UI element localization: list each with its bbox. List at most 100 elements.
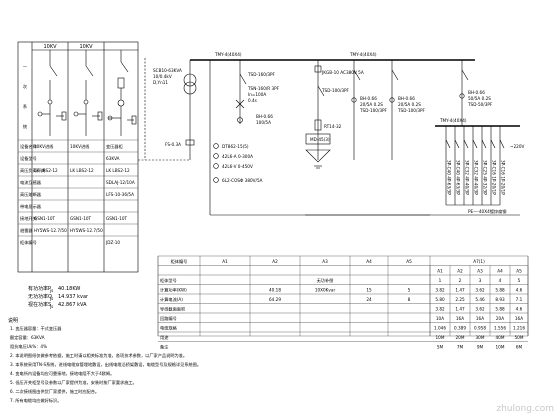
voltmeter-icon: [213, 163, 219, 169]
jkg-label: JKGB-10 AC380V 5A: [321, 70, 364, 75]
feeder-switch-icon: [490, 139, 496, 149]
capacitor-branch: JKGB-10 AC380V 5A TSD-100/3PF RT14-32 MD…: [305, 60, 364, 169]
transformer-vector: D,Yn11: [153, 80, 168, 85]
capacitor-ctrl-label: RT14-32: [324, 124, 342, 129]
table-row-label: 电缆规格: [160, 325, 178, 332]
table-header-cell: A3: [322, 259, 328, 264]
note-line: 额定容量：63KVA: [10, 334, 45, 341]
table-row-label: 计算功率(KW): [160, 287, 187, 294]
meter-label-2: 42L6-A 0-300A: [222, 154, 253, 159]
table-subheader-cell: A2: [457, 269, 463, 274]
hv-row-value: GSN1-10T: [106, 216, 128, 221]
table-row-label: 柜体型号: [160, 277, 177, 284]
hv-row-value: LK LBS2-12: [106, 168, 130, 173]
hv-row-value: LFS-10-36/5A: [106, 192, 134, 197]
summary-p-label: 有功功率P: [28, 285, 51, 292]
main-incomer-branch: TSD-160/3PF TSN-160/R 3PF In=100A 0.4s B…: [235, 60, 280, 125]
side-label-char: 统: [23, 123, 27, 130]
kwh-meter-icon: [213, 143, 219, 149]
bus-label-1: TMY-4(40X4): [214, 52, 242, 57]
pe-bus-label: PE—-40X4镀锌扁钢: [468, 208, 506, 215]
bh-b-3: TSD-100/3PF: [397, 108, 426, 113]
feeder-switch-icon: [499, 139, 505, 149]
hv-row-value: LK LBS2-12: [70, 168, 94, 173]
table-subcell: 0.958: [474, 326, 486, 331]
hv-row-value: JDZ-10: [105, 240, 120, 245]
load-summary: 有功功率P js 40.18KW 无功功率Q js 14.937 kvar 视在…: [28, 285, 89, 309]
meter-label-4: 6L2-COSΦ 380V/5A: [222, 178, 263, 183]
capacitor-icon: [305, 149, 331, 163]
busbars: TMY-4(40X4) TMY-4(40X4) TMY-4(40X4) PE—-…: [190, 52, 520, 216]
hv-row-value: GSN1-10T: [34, 216, 56, 221]
table-subheader-cell: A4: [497, 269, 503, 274]
table-subcell: 40M: [496, 335, 505, 340]
bh-branch-c: BH-0.66 50/5A 0.2S TSD-50/3PF: [390, 59, 493, 126]
hv-row-value: HY5WS-12.7/50: [70, 228, 103, 233]
summary-s-value: 42.867 kVA: [58, 302, 87, 308]
table-cell: 无功补偿: [317, 277, 334, 284]
incoming-cubicle-2-symbols: [73, 50, 103, 136]
summary-p-sub: js: [49, 288, 53, 293]
table-cell: 64.29: [269, 297, 281, 302]
notes-block: 说明 1. 变压器容量：干式变压器 额定容量：63KVA 阻抗电压Uk%：4%2…: [8, 317, 201, 404]
table-row-label: 计算电流(A): [160, 296, 183, 303]
metering-block: DT862-15(5) 42L6-A 0-300A 42L6-V 0-450V …: [213, 143, 263, 183]
note-line: 6. 二次接线图由供货厂家提供，施工时应配合。: [10, 388, 99, 395]
bh-a-3: TSD-100/3PF: [359, 108, 388, 113]
table-header-cell: A5: [406, 259, 412, 264]
feeder-switch-icon: [472, 139, 478, 149]
meter-label-1: DT862-15(5): [222, 144, 249, 149]
col-header-2: 10KV: [79, 44, 93, 50]
table-subcell: 16A: [476, 316, 484, 321]
table-subcell: 20A: [496, 316, 504, 321]
hv-row-label: 高压熔断器: [20, 191, 42, 198]
table-subcell: 1.47: [455, 307, 465, 312]
bh-branch-a: BH-0.66 20/5A 0.2S TSD-100/3PF: [351, 60, 388, 160]
feeder-label: 3P-C40 4P-63/3P: [456, 160, 461, 195]
isolator-label-1: TSN-160/R 3PF: [247, 86, 280, 91]
feeder-label: 3P-C16 1P-20/1P: [501, 160, 506, 195]
table-subcell: 4.6: [516, 307, 523, 312]
notes-lines: 1. 变压器容量：干式变压器 额定容量：63KVA 阻抗电压Uk%：4%2. 本…: [10, 325, 201, 404]
hv-row-label: 柜体编号: [20, 239, 37, 246]
tsd-branch-label: TSD-100/3PF: [321, 88, 350, 93]
hv-row-value: HY5WS-12.7/50: [34, 228, 67, 233]
table-subcell: 10M: [436, 335, 445, 340]
feeder-switch-icon: [463, 139, 469, 149]
table-subcell: 4.6: [516, 288, 523, 293]
hv-row-value: LK LBS2-12: [34, 168, 58, 173]
table-subcell: 30M: [476, 335, 485, 340]
table-subcell: 1: [439, 278, 442, 283]
table-header-cell: A1: [222, 259, 228, 264]
bh-c-3: TSD-50/3PF: [467, 102, 493, 107]
transformer-secondary-icon: [183, 81, 197, 95]
bh-c-2: 50/5A 0.2S: [468, 96, 491, 101]
table-header-cell: 柜体编号: [171, 258, 188, 265]
hv-row-label: 高压负荷开关: [20, 167, 45, 174]
note-line: 3. 本系统采用TN-S系统，进线电缆穿管埋地敷设，出线电缆沿桥架敷设，电缆型号…: [10, 361, 201, 368]
hv-row-label: 避雷器: [20, 227, 33, 234]
bh-b-2: 20/5A 0.2S: [398, 102, 421, 107]
transformer: SCB10-63KVA 10/0.4kV D,Yn11 FS-0.3A: [138, 58, 197, 161]
table-subcell: 3.62: [475, 307, 485, 312]
table-subcell: 7M: [457, 345, 464, 350]
table-subheader-cell: A5: [516, 269, 522, 274]
table-subcell: 1.47: [455, 288, 465, 293]
table-subcell: 5.80: [435, 297, 445, 302]
table-subcell: 4: [499, 278, 502, 283]
hv-row-label: 设备型号: [20, 155, 37, 162]
transformer-fuse: FS-0.3A: [165, 142, 181, 147]
notes-title: 说明: [8, 317, 18, 324]
bh-b-1: BH-0.66: [398, 96, 415, 101]
table-cell: 5: [408, 288, 411, 293]
table-subcell: 5: [518, 278, 521, 283]
side-label-char: 一: [23, 64, 27, 69]
bus-label-3: TMY-4(40X4): [439, 118, 467, 123]
summary-q-value: 14.937 kvar: [58, 294, 89, 300]
transformer-primary-icon: [183, 73, 197, 87]
hv-row-label: 接地开关: [20, 215, 37, 222]
summary-q-sub: js: [49, 296, 53, 301]
hv-row-value: 63KVA: [106, 156, 120, 161]
